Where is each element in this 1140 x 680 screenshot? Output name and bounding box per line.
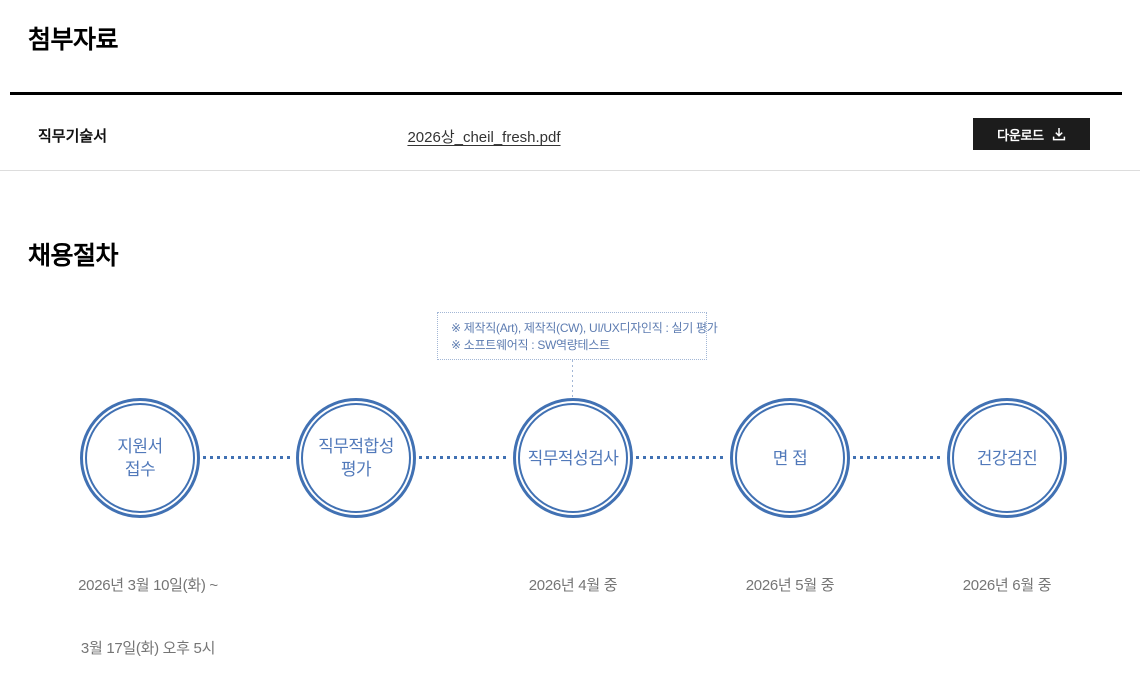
step-connector: [853, 456, 944, 459]
step-label-line: 직무적합성: [318, 437, 394, 456]
step-label-line: 면 접: [772, 448, 808, 468]
step-label: 직무적합성 평가: [299, 401, 413, 515]
attachments-section-title: 첨부자료: [28, 26, 119, 54]
step-label-line: 직무적성검사: [527, 448, 619, 468]
process-note-line: ※ 소프트웨어직 : SW역량테스트: [451, 338, 610, 352]
step-circle-aptitude-test: 직무적성검사: [513, 398, 633, 518]
download-button-label: 다운로드: [997, 127, 1044, 143]
step-date-line: 2026년 3월 10일(화) ~: [78, 577, 218, 594]
step-date-line: 2026년 4월 중: [528, 577, 618, 594]
file-row-label: 직무기술서: [38, 128, 108, 145]
step-label-line: 접수: [124, 460, 156, 479]
file-link-area: 2026상_cheil_fresh.pdf: [0, 126, 968, 147]
step-date-line: 2026년 5월 중: [745, 577, 835, 594]
download-icon: [1052, 127, 1066, 141]
process-note-box: ※ 제작직(Art), 제작직(CW), UI/UX디자인직 : 실기 평가 ※…: [437, 312, 718, 360]
step-label: 면 접: [733, 401, 847, 515]
row-divider-light: [0, 170, 1140, 171]
step-circle-application: 지원서 접수: [80, 398, 200, 518]
step-circle-suitability: 직무적합성 평가: [296, 398, 416, 518]
step-label: 지원서 접수: [83, 401, 197, 515]
step-label: 직무적성검사: [516, 401, 630, 515]
section-divider-black: [10, 92, 1122, 95]
step-connector: [419, 456, 510, 459]
step-date-line: 3월 17일(화) 오후 5시: [80, 640, 216, 657]
note-connector-line: [572, 360, 573, 398]
step-label-line: 지원서: [117, 437, 163, 456]
step-date-line: 2026년 6월 중: [962, 577, 1052, 594]
step-date-application: 2026년 3월 10일(화) ~ 3월 17일(화) 오후 5시: [28, 533, 268, 680]
step-label: 건강검진: [950, 401, 1064, 515]
step-connector: [636, 456, 727, 459]
step-circle-interview: 면 접: [730, 398, 850, 518]
step-date-interview: 2026년 5월 중: [690, 533, 890, 617]
step-label-line: 평가: [340, 460, 372, 479]
attachment-file-link[interactable]: 2026상_cheil_fresh.pdf: [407, 129, 561, 146]
step-circle-health-check: 건강검진: [947, 398, 1067, 518]
step-date-health-check: 2026년 6월 중: [907, 533, 1107, 617]
download-button[interactable]: 다운로드: [973, 118, 1090, 150]
process-note-line: ※ 제작직(Art), 제작직(CW), UI/UX디자인직 : 실기 평가: [451, 321, 718, 335]
step-connector: [203, 456, 293, 459]
step-label-line: 건강검진: [976, 448, 1038, 468]
process-section-title: 채용절차: [28, 242, 119, 270]
step-date-aptitude-test: 2026년 4월 중: [473, 533, 673, 617]
